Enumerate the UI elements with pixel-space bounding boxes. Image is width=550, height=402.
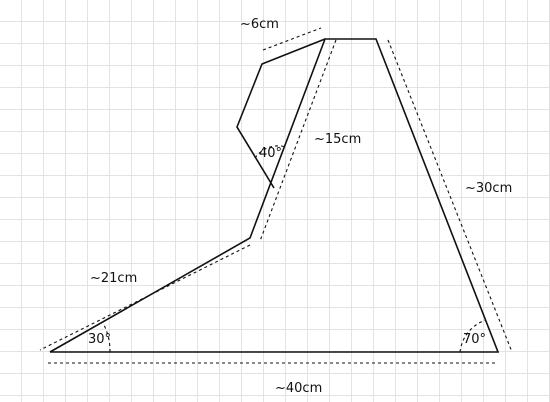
label-side-right: ~30cm [465,181,512,196]
outer-outline [49,38,500,353]
label-side-middle: ~15cm [314,132,361,147]
label-angle-inner: 40° [259,146,282,161]
label-side-top: ~6cm [240,17,279,32]
guide-right [387,39,513,353]
angle-arc-inner [254,145,287,159]
angle-arc-left [103,324,111,353]
label-angle-left: 30° [88,332,111,347]
label-angle-right: 70° [463,332,486,347]
label-side-bottom: ~40cm [275,381,322,396]
label-side-lower-left: ~21cm [90,271,137,286]
guide-top [262,27,322,51]
left-flap-outline [236,38,326,189]
